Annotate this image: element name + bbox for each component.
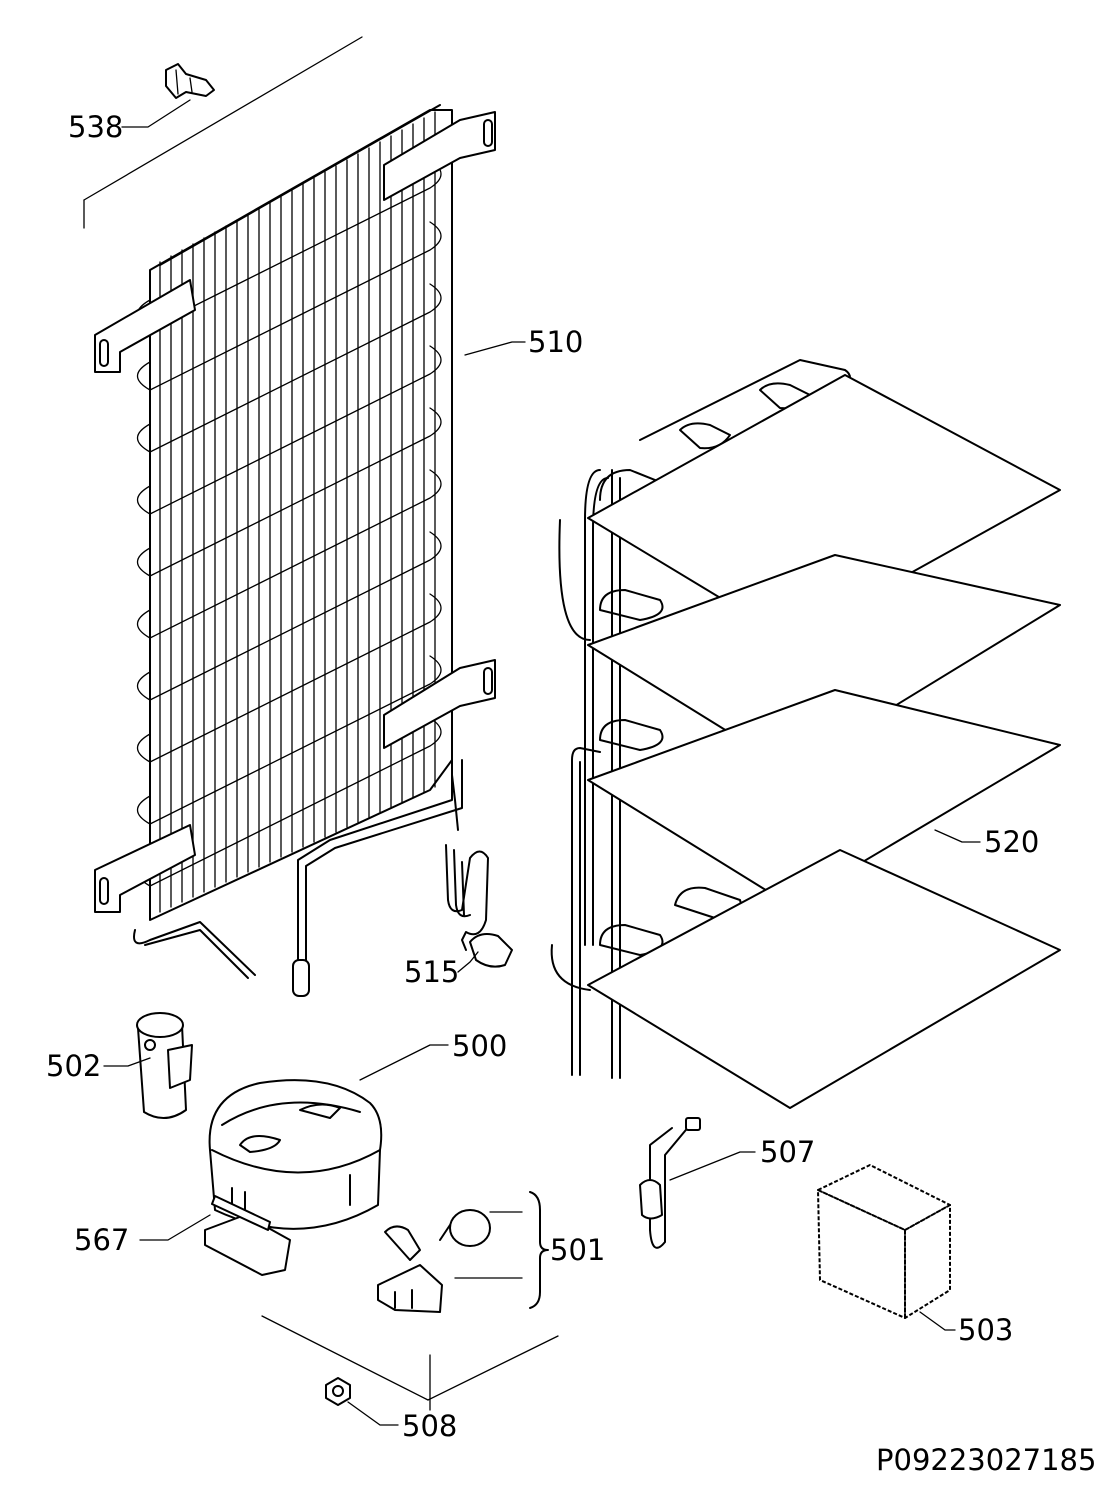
- compressor-part[interactable]: [204, 1079, 383, 1276]
- condenser-tube: [136, 531, 442, 701]
- condenser-tube: [136, 469, 442, 639]
- condenser-part[interactable]: [94, 104, 496, 997]
- condenser-tube: [136, 593, 442, 763]
- clip-part[interactable]: [165, 63, 215, 99]
- condenser-tube: [136, 283, 442, 453]
- cover-box-part[interactable]: [817, 1164, 951, 1319]
- floor-outline: [261, 1315, 559, 1411]
- callout-538: 538: [68, 110, 123, 144]
- evaporator-part[interactable]: [550, 359, 1061, 1109]
- callout-520: 520: [984, 825, 1039, 859]
- document-id: P09223027185: [876, 1443, 1096, 1477]
- grommet-part[interactable]: [325, 1377, 351, 1406]
- callout-510: 510: [528, 325, 583, 359]
- callout-503: 503: [958, 1313, 1013, 1347]
- starter-relay-part[interactable]: [377, 1191, 549, 1313]
- condenser-tube: [136, 655, 442, 825]
- callout-515: 515: [404, 955, 459, 989]
- condenser-tube: [136, 407, 442, 577]
- condenser-coils: [136, 159, 442, 887]
- callout-507: 507: [760, 1135, 815, 1169]
- condenser-grid: [159, 111, 436, 913]
- condenser-tube: [136, 345, 442, 515]
- capacitor-part[interactable]: [136, 1012, 193, 1119]
- heater-cable-part[interactable]: [445, 774, 513, 968]
- thermostat-sensor-part[interactable]: [639, 1117, 701, 1249]
- callout-labels: 538 510 520 515 502 500 507 567 501 503 …: [46, 110, 1096, 1477]
- callout-502: 502: [46, 1049, 101, 1083]
- leader-lines: [103, 99, 981, 1426]
- callout-500: 500: [452, 1029, 507, 1063]
- condenser-tube: [136, 221, 442, 391]
- callout-501: 501: [550, 1233, 605, 1267]
- callout-567: 567: [74, 1223, 129, 1257]
- cabinet-outline: [83, 36, 363, 229]
- callout-508: 508: [402, 1409, 457, 1443]
